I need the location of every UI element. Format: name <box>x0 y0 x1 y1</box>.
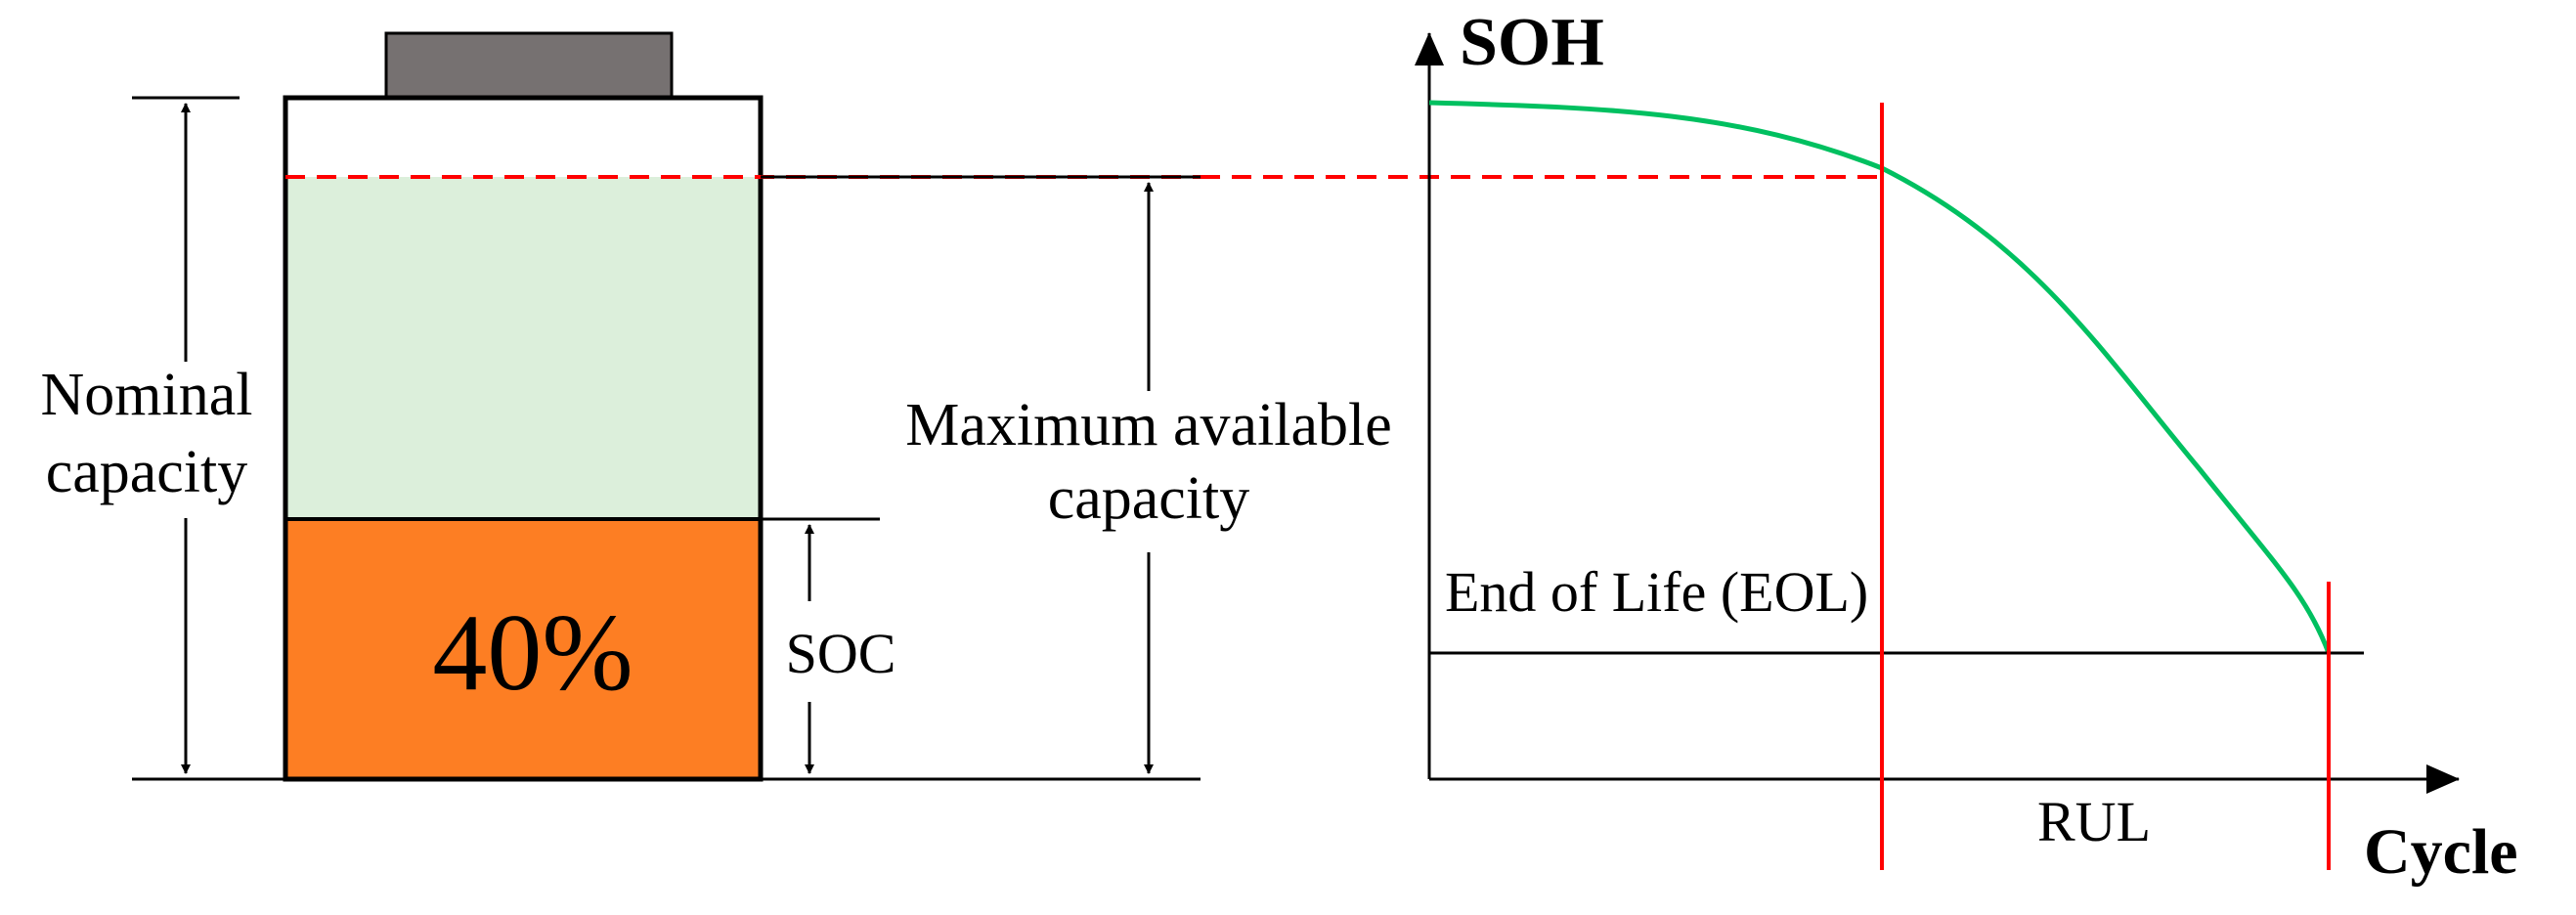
battery-body <box>283 95 764 782</box>
nominal-label-line1: Nominal <box>41 362 253 428</box>
eol-label: End of Life (EOL) <box>1445 560 1868 624</box>
max-label-line2: capacity <box>1048 465 1250 532</box>
nominal-label-line2: capacity <box>46 439 248 505</box>
cycle-axis-label: Cycle <box>2364 816 2518 888</box>
soc-label: SOC <box>786 622 896 685</box>
soc-charge-fill <box>285 519 761 779</box>
max-label-line1: Maximum available <box>905 392 1392 458</box>
available-capacity-fill <box>285 177 761 519</box>
soc-percent: 40% <box>432 592 633 714</box>
soh-curve <box>1428 100 2332 654</box>
battery-terminal <box>384 31 674 100</box>
soh-axis-label: SOH <box>1460 5 1604 80</box>
rul-label: RUL <box>2037 790 2151 853</box>
